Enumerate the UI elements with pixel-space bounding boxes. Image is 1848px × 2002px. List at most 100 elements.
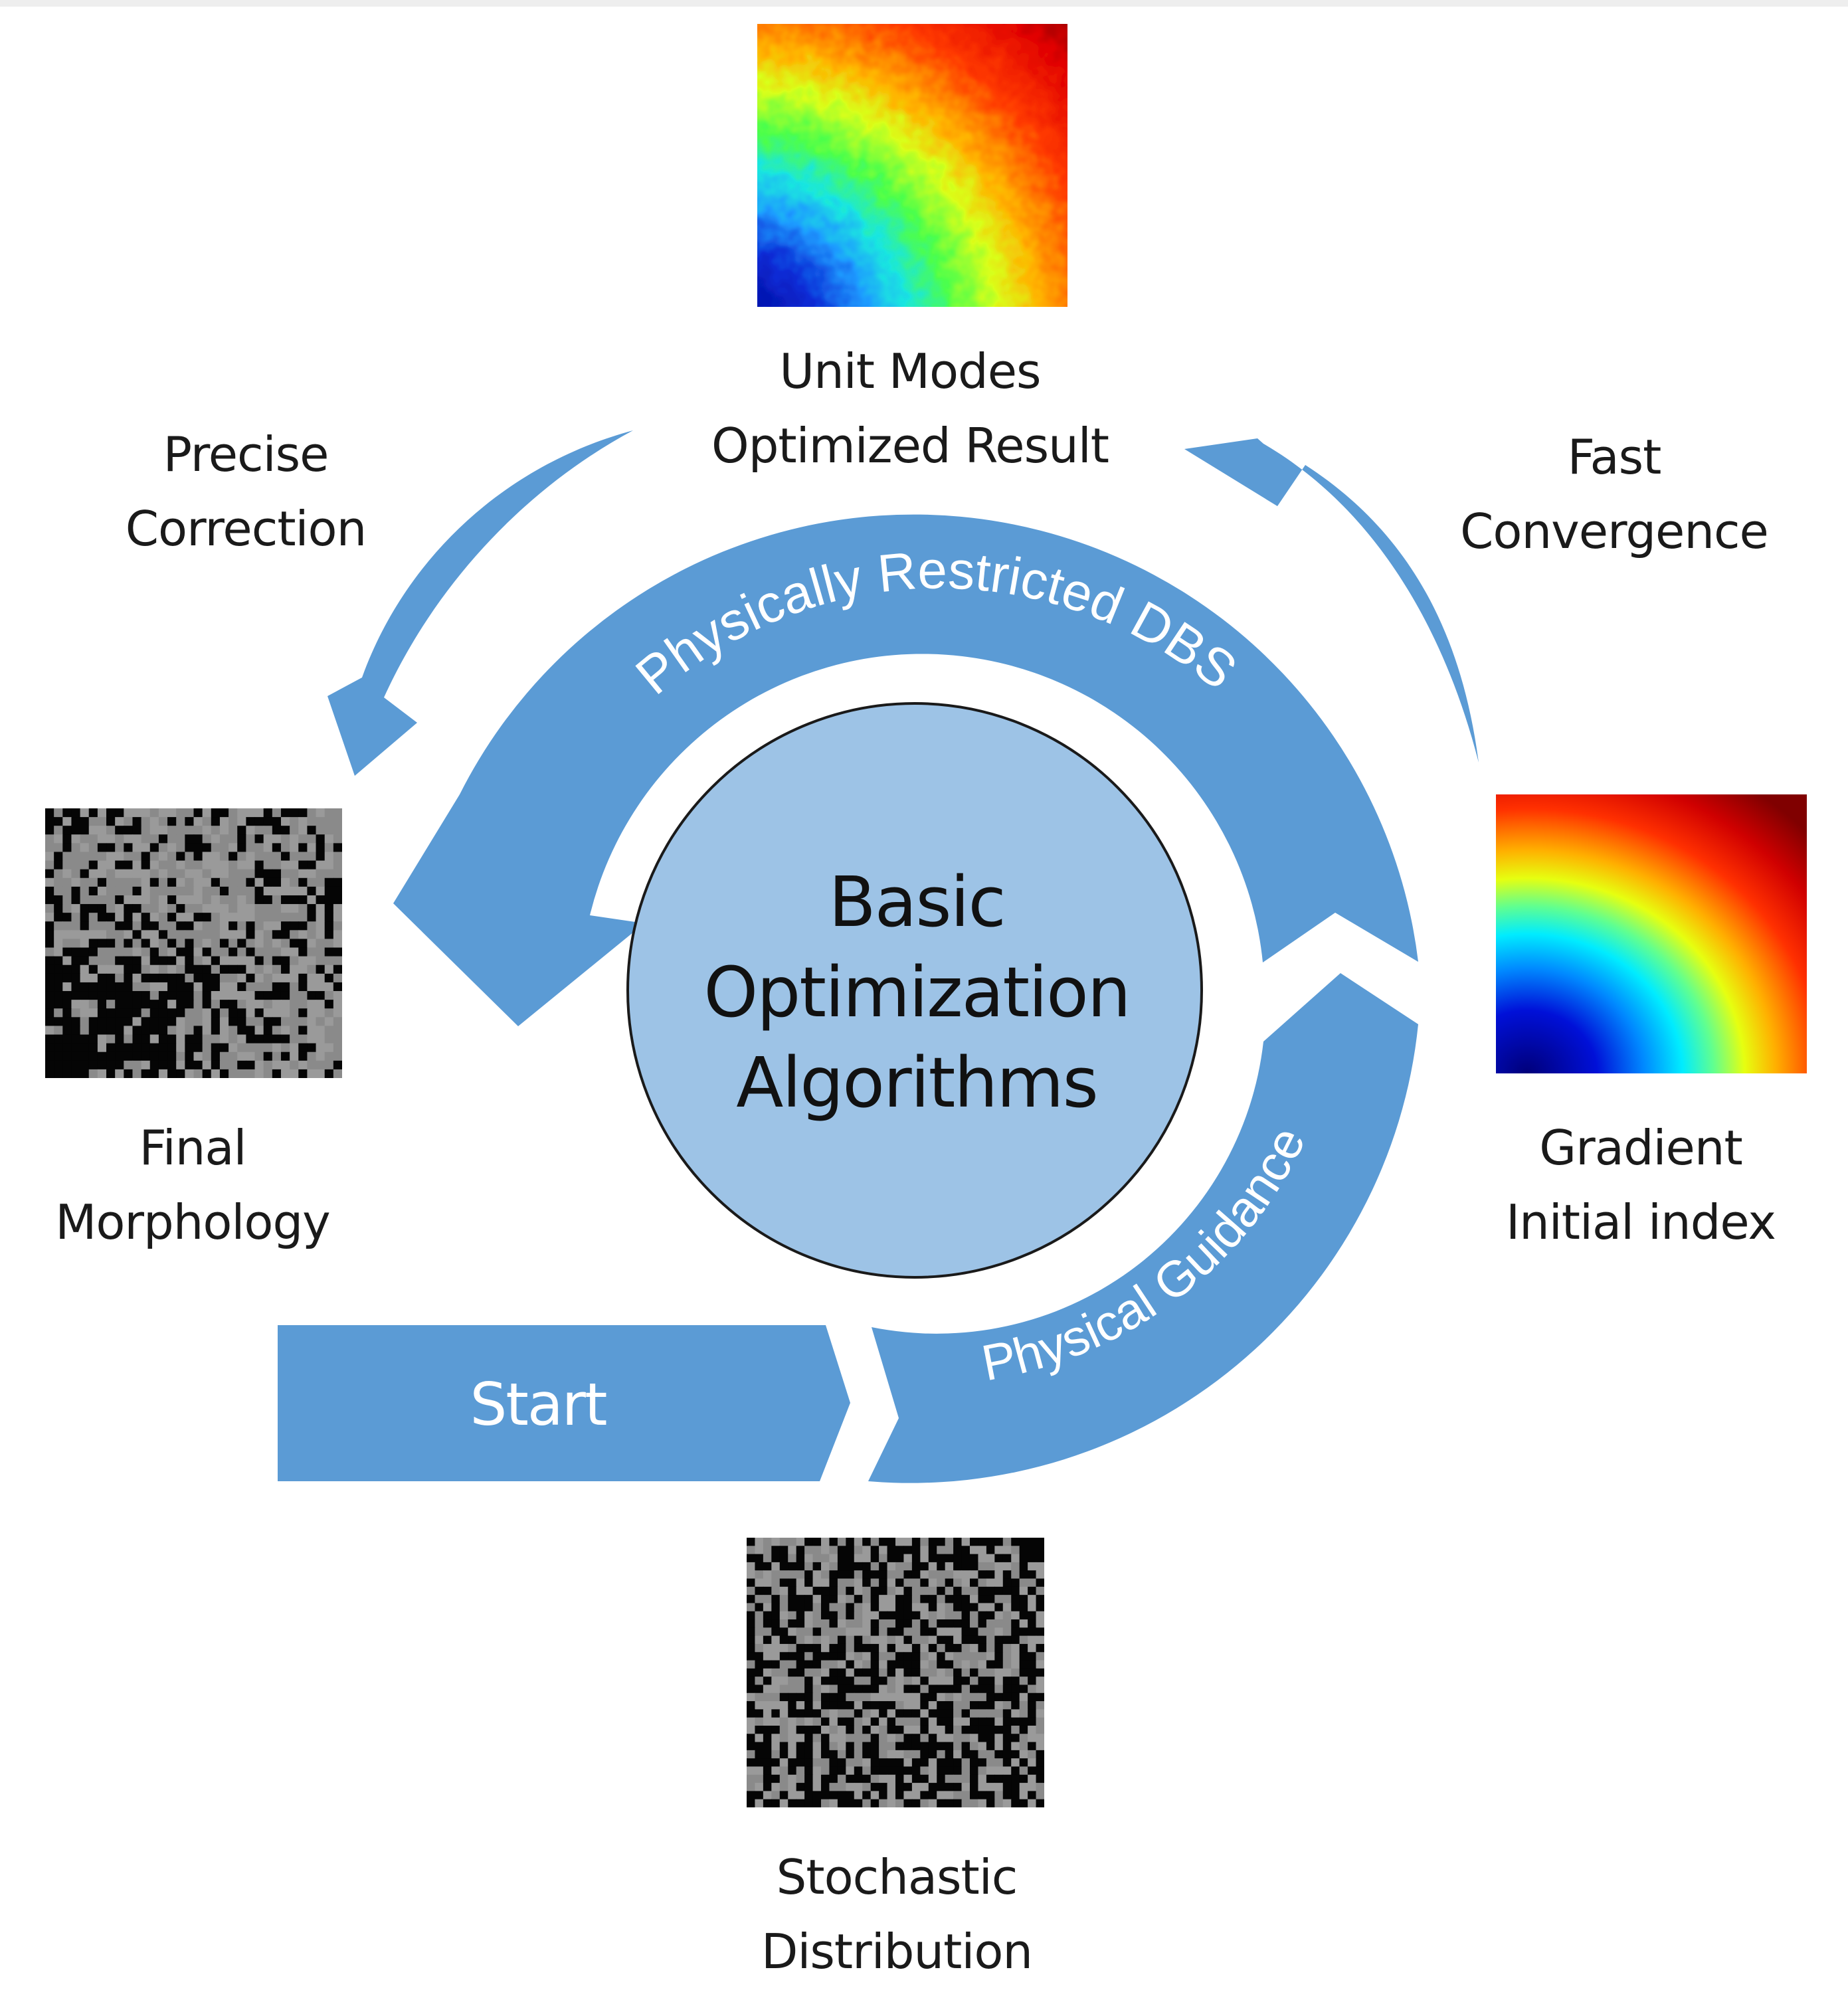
pattern-cell [961,1734,970,1743]
pattern-cell [167,843,177,853]
pattern-cell [333,939,342,949]
pattern-cell [771,1578,781,1588]
pattern-cell [211,826,221,835]
pattern-cell [953,1578,963,1588]
pattern-cell [763,1783,772,1791]
pattern-cell [796,1595,805,1604]
pattern-cell [176,877,185,887]
pattern-cell [903,1611,913,1620]
pattern-cell [854,1783,863,1791]
pattern-cell [788,1546,797,1555]
pattern-cell [854,1684,863,1694]
pattern-cell [862,1643,872,1653]
pattern-cell [71,886,81,896]
pattern-cell [237,860,246,870]
pattern-cell [837,1660,846,1669]
pattern-cell [771,1586,781,1595]
pattern-cell [254,877,264,887]
pattern-cell [202,947,212,957]
pattern-cell [812,1783,822,1791]
pattern-cell [333,1017,342,1027]
pattern-cell [141,1017,151,1027]
pattern-cell [779,1709,788,1718]
pattern-cell [80,947,90,957]
pattern-cell [870,1725,879,1734]
pattern-cell [176,1060,185,1070]
pattern-cell [903,1677,913,1686]
pattern-cell [132,886,142,896]
pattern-cell [219,1069,229,1078]
pattern-cell [158,1000,168,1009]
pattern-cell [911,1595,921,1604]
pattern-cell [307,913,317,922]
pattern-cell [961,1546,970,1555]
pattern-cell [193,904,203,913]
pattern-cell [961,1717,970,1726]
pattern-cell [219,921,229,931]
pattern-cell [80,1051,90,1061]
pattern-cell [747,1742,756,1751]
pattern-cell [167,930,177,940]
pattern-cell [158,817,168,826]
pattern-cell [237,869,246,879]
pattern-cell [986,1562,995,1571]
pattern-cell [246,817,256,826]
pattern-cell [254,982,264,992]
pattern-cell [895,1677,905,1686]
pattern-cell [333,1000,342,1009]
pattern-cell [978,1570,987,1580]
pattern-cell [821,1717,830,1726]
pattern-cell [141,877,151,887]
pattern-cell [62,1043,72,1053]
pattern-cell [837,1611,846,1620]
pattern-cell [149,808,159,818]
pattern-cell [80,956,90,966]
pattern-cell [106,947,116,957]
pattern-cell [54,826,63,835]
pattern-cell [986,1546,995,1555]
pattern-cell [779,1660,788,1669]
pattern-cell [763,1774,772,1783]
pattern-cell [1036,1783,1044,1791]
pattern-cell [747,1554,756,1563]
pattern-cell [132,895,142,905]
pattern-cell [45,956,54,966]
pattern-cell [846,1791,855,1800]
pattern-cell [895,1643,905,1653]
pattern-cell [237,930,246,940]
pattern-cell [978,1709,987,1718]
pattern-cell [88,913,98,922]
pattern-cell [141,1060,151,1070]
pattern-cell [115,895,124,905]
pattern-cell [62,904,72,913]
pattern-cell [254,964,264,974]
pattern-cell [106,843,116,853]
pattern-cell [903,1562,913,1571]
pattern-cell [115,826,124,835]
pattern-cell [887,1774,896,1783]
pattern-cell [176,1017,185,1027]
pattern-cell [71,808,81,818]
pattern-cell [167,991,177,1000]
pattern-cell [870,1758,879,1768]
pattern-cell [854,1692,863,1702]
pattern-cell [45,808,54,818]
pattern-cell [870,1668,879,1677]
pattern-cell [937,1701,946,1710]
pattern-cell [254,1060,264,1070]
pattern-cell [854,1668,863,1677]
pattern-cell [211,869,221,879]
pattern-cell [272,1043,282,1053]
pattern-cell [62,1000,72,1009]
pattern-cell [88,886,98,896]
pattern-cell [62,947,72,957]
pattern-cell [763,1692,772,1702]
pattern-cell [747,1595,756,1604]
pattern-cell [211,877,221,887]
pattern-cell [229,921,238,931]
pattern-cell [994,1643,1004,1653]
pattern-cell [237,1060,246,1070]
pattern-cell [788,1717,797,1726]
pattern-cell [54,1017,63,1027]
pattern-cell [771,1717,781,1726]
